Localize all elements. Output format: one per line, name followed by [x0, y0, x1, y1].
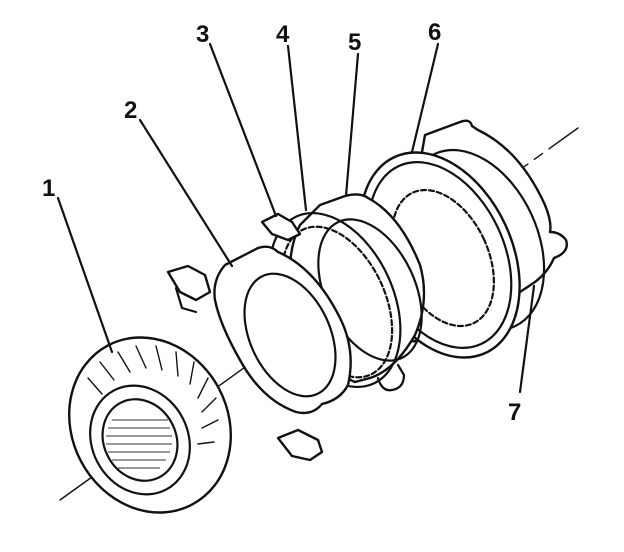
part-2-plate	[213, 245, 352, 415]
callout-1: 1	[42, 175, 55, 202]
callout-labels: 1 2 3 4 5 6 7	[42, 19, 521, 426]
leader-6	[410, 42, 440, 154]
leader-7	[518, 284, 536, 394]
part-3-clips	[166, 212, 324, 462]
part-1-side-gear	[68, 336, 232, 514]
callout-3: 3	[196, 21, 209, 48]
leader-lines	[56, 42, 536, 394]
callout-5: 5	[348, 29, 361, 56]
leader-2	[138, 118, 234, 268]
leader-4	[286, 44, 308, 212]
leader-1	[56, 196, 114, 354]
callout-4: 4	[276, 21, 290, 48]
callout-2: 2	[124, 97, 137, 124]
callout-7: 7	[508, 399, 521, 426]
leader-5	[344, 52, 360, 198]
callout-6: 6	[428, 19, 441, 46]
leader-3	[208, 42, 278, 218]
